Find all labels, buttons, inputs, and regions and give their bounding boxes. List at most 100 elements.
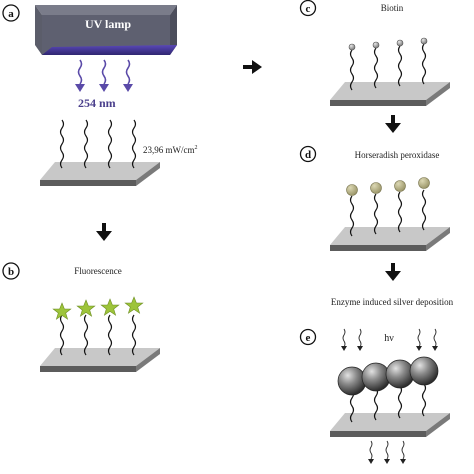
panel-c-title: Biotin [381, 3, 404, 13]
dna-strand [107, 314, 113, 356]
light-ray [401, 440, 405, 460]
uv-lamp-glow [42, 45, 177, 55]
dna-strand [373, 47, 379, 89]
arrow-d-to-e-head [385, 271, 401, 281]
uv-lamp: UV lamp [35, 5, 177, 55]
panel-b-slide-top [40, 348, 160, 366]
panel-e-letter: e [306, 332, 311, 344]
arrow-a-to-b [96, 223, 112, 241]
dna-strand [421, 189, 427, 231]
panel-c-strands [349, 43, 427, 91]
panel-d-strands [349, 189, 427, 237]
fluorophore-star-icon [76, 299, 96, 317]
panel-c-slide-front [330, 100, 426, 106]
uv-lamp-front [35, 5, 42, 55]
panel-d-slide-front [330, 245, 426, 251]
fluorophore-star-icon [52, 302, 72, 320]
dna-strand [83, 119, 89, 169]
panel-b-title: Fluorescence [74, 266, 121, 276]
arrow-a-to-c-head [252, 60, 262, 74]
panel-e-slide [330, 413, 450, 437]
panel-b-strands [59, 314, 137, 356]
uv-rays [75, 59, 133, 92]
panel-b-slide-side [136, 348, 160, 372]
arrow-d-to-e-shaft [391, 263, 395, 272]
hrp-enzyme [394, 180, 406, 192]
panel-a-slide-side [136, 162, 160, 186]
uv-ray-1 [77, 59, 83, 85]
panel-d-badge [299, 145, 317, 163]
panel-e-slide-front [330, 431, 426, 437]
panel-e-strands [349, 383, 427, 423]
arrow-c-to-d-head [385, 123, 401, 133]
panel-e-slide-side [426, 413, 450, 437]
panel-d-slide-top [330, 227, 450, 245]
outgoing-light-rays [368, 440, 406, 464]
light-ray [433, 328, 437, 348]
hrp-enzyme [418, 177, 430, 189]
uv-lamp-side [170, 5, 177, 55]
panel-d-slide [330, 227, 450, 251]
arrow-a-to-c-shaft [243, 65, 253, 69]
light-ray-arrowhead [341, 346, 347, 351]
light-hv-label: hν [384, 333, 394, 344]
light-ray [369, 440, 373, 460]
biotin-tag [420, 37, 428, 45]
dna-strand [131, 119, 137, 169]
hrp-enzyme [346, 184, 358, 196]
dna-strand [107, 119, 113, 169]
panel-e-badge [299, 328, 317, 346]
arrow-a-to-c [243, 60, 262, 74]
uv-ray-2-arrowhead [99, 84, 109, 92]
dna-strand [59, 314, 65, 356]
uv-ray-2 [101, 59, 107, 85]
fluorophore-star-icon [124, 296, 144, 314]
dna-strand [397, 45, 403, 87]
panel-e: Enzyme induced silver deposition e hν [299, 297, 454, 464]
panel-a-slide-top [40, 162, 160, 180]
uv-lamp-label: UV lamp [85, 17, 131, 31]
dna-strand [59, 119, 65, 169]
panel-b: b Fluorescence [2, 262, 160, 372]
silver-particle [409, 356, 439, 386]
dna-strand [421, 383, 427, 417]
light-ray-arrowhead [432, 346, 438, 351]
panel-b-badge [2, 262, 20, 280]
silver-particles [337, 356, 439, 396]
dna-strand [421, 43, 427, 85]
panel-d-letter: d [305, 149, 311, 161]
panel-c-letter: c [306, 3, 311, 15]
dna-strand [83, 314, 89, 356]
arrow-c-to-d-shaft [391, 115, 395, 124]
intensity-label: 23,96 mW/cm2 [143, 145, 198, 155]
panel-c-slide-side [426, 82, 450, 106]
wavelength-label: 254 nm [78, 96, 116, 110]
silver-particle [361, 362, 391, 392]
fluorophore-star-icon [100, 298, 120, 316]
uv-ray-3-arrowhead [123, 84, 133, 92]
panel-b-slide [40, 348, 160, 372]
panel-c: c Biotin [299, 0, 450, 106]
panel-a-badge [2, 4, 20, 22]
uv-ray-1-arrowhead [75, 84, 85, 92]
arrow-d-to-e [385, 263, 401, 281]
dna-strand [349, 195, 355, 237]
biotin-tags [348, 37, 428, 51]
silver-particle [385, 359, 415, 389]
biotin-tag [372, 41, 380, 49]
panel-c-badge [299, 0, 317, 17]
panel-b-slide-front [40, 366, 136, 372]
light-ray-arrowhead [368, 459, 374, 464]
panel-d: d Horseradish peroxidase [299, 145, 450, 251]
hrp-enzymes [346, 177, 430, 196]
silver-particle [337, 366, 367, 396]
hrp-enzyme [370, 182, 382, 194]
fluorophore-stars [52, 296, 144, 320]
panel-e-slide-top [330, 413, 450, 431]
dna-strand [373, 387, 379, 421]
dna-strand [131, 314, 137, 356]
arrow-a-to-b-head [96, 231, 112, 241]
light-ray [417, 328, 421, 348]
dna-strand [349, 389, 355, 423]
